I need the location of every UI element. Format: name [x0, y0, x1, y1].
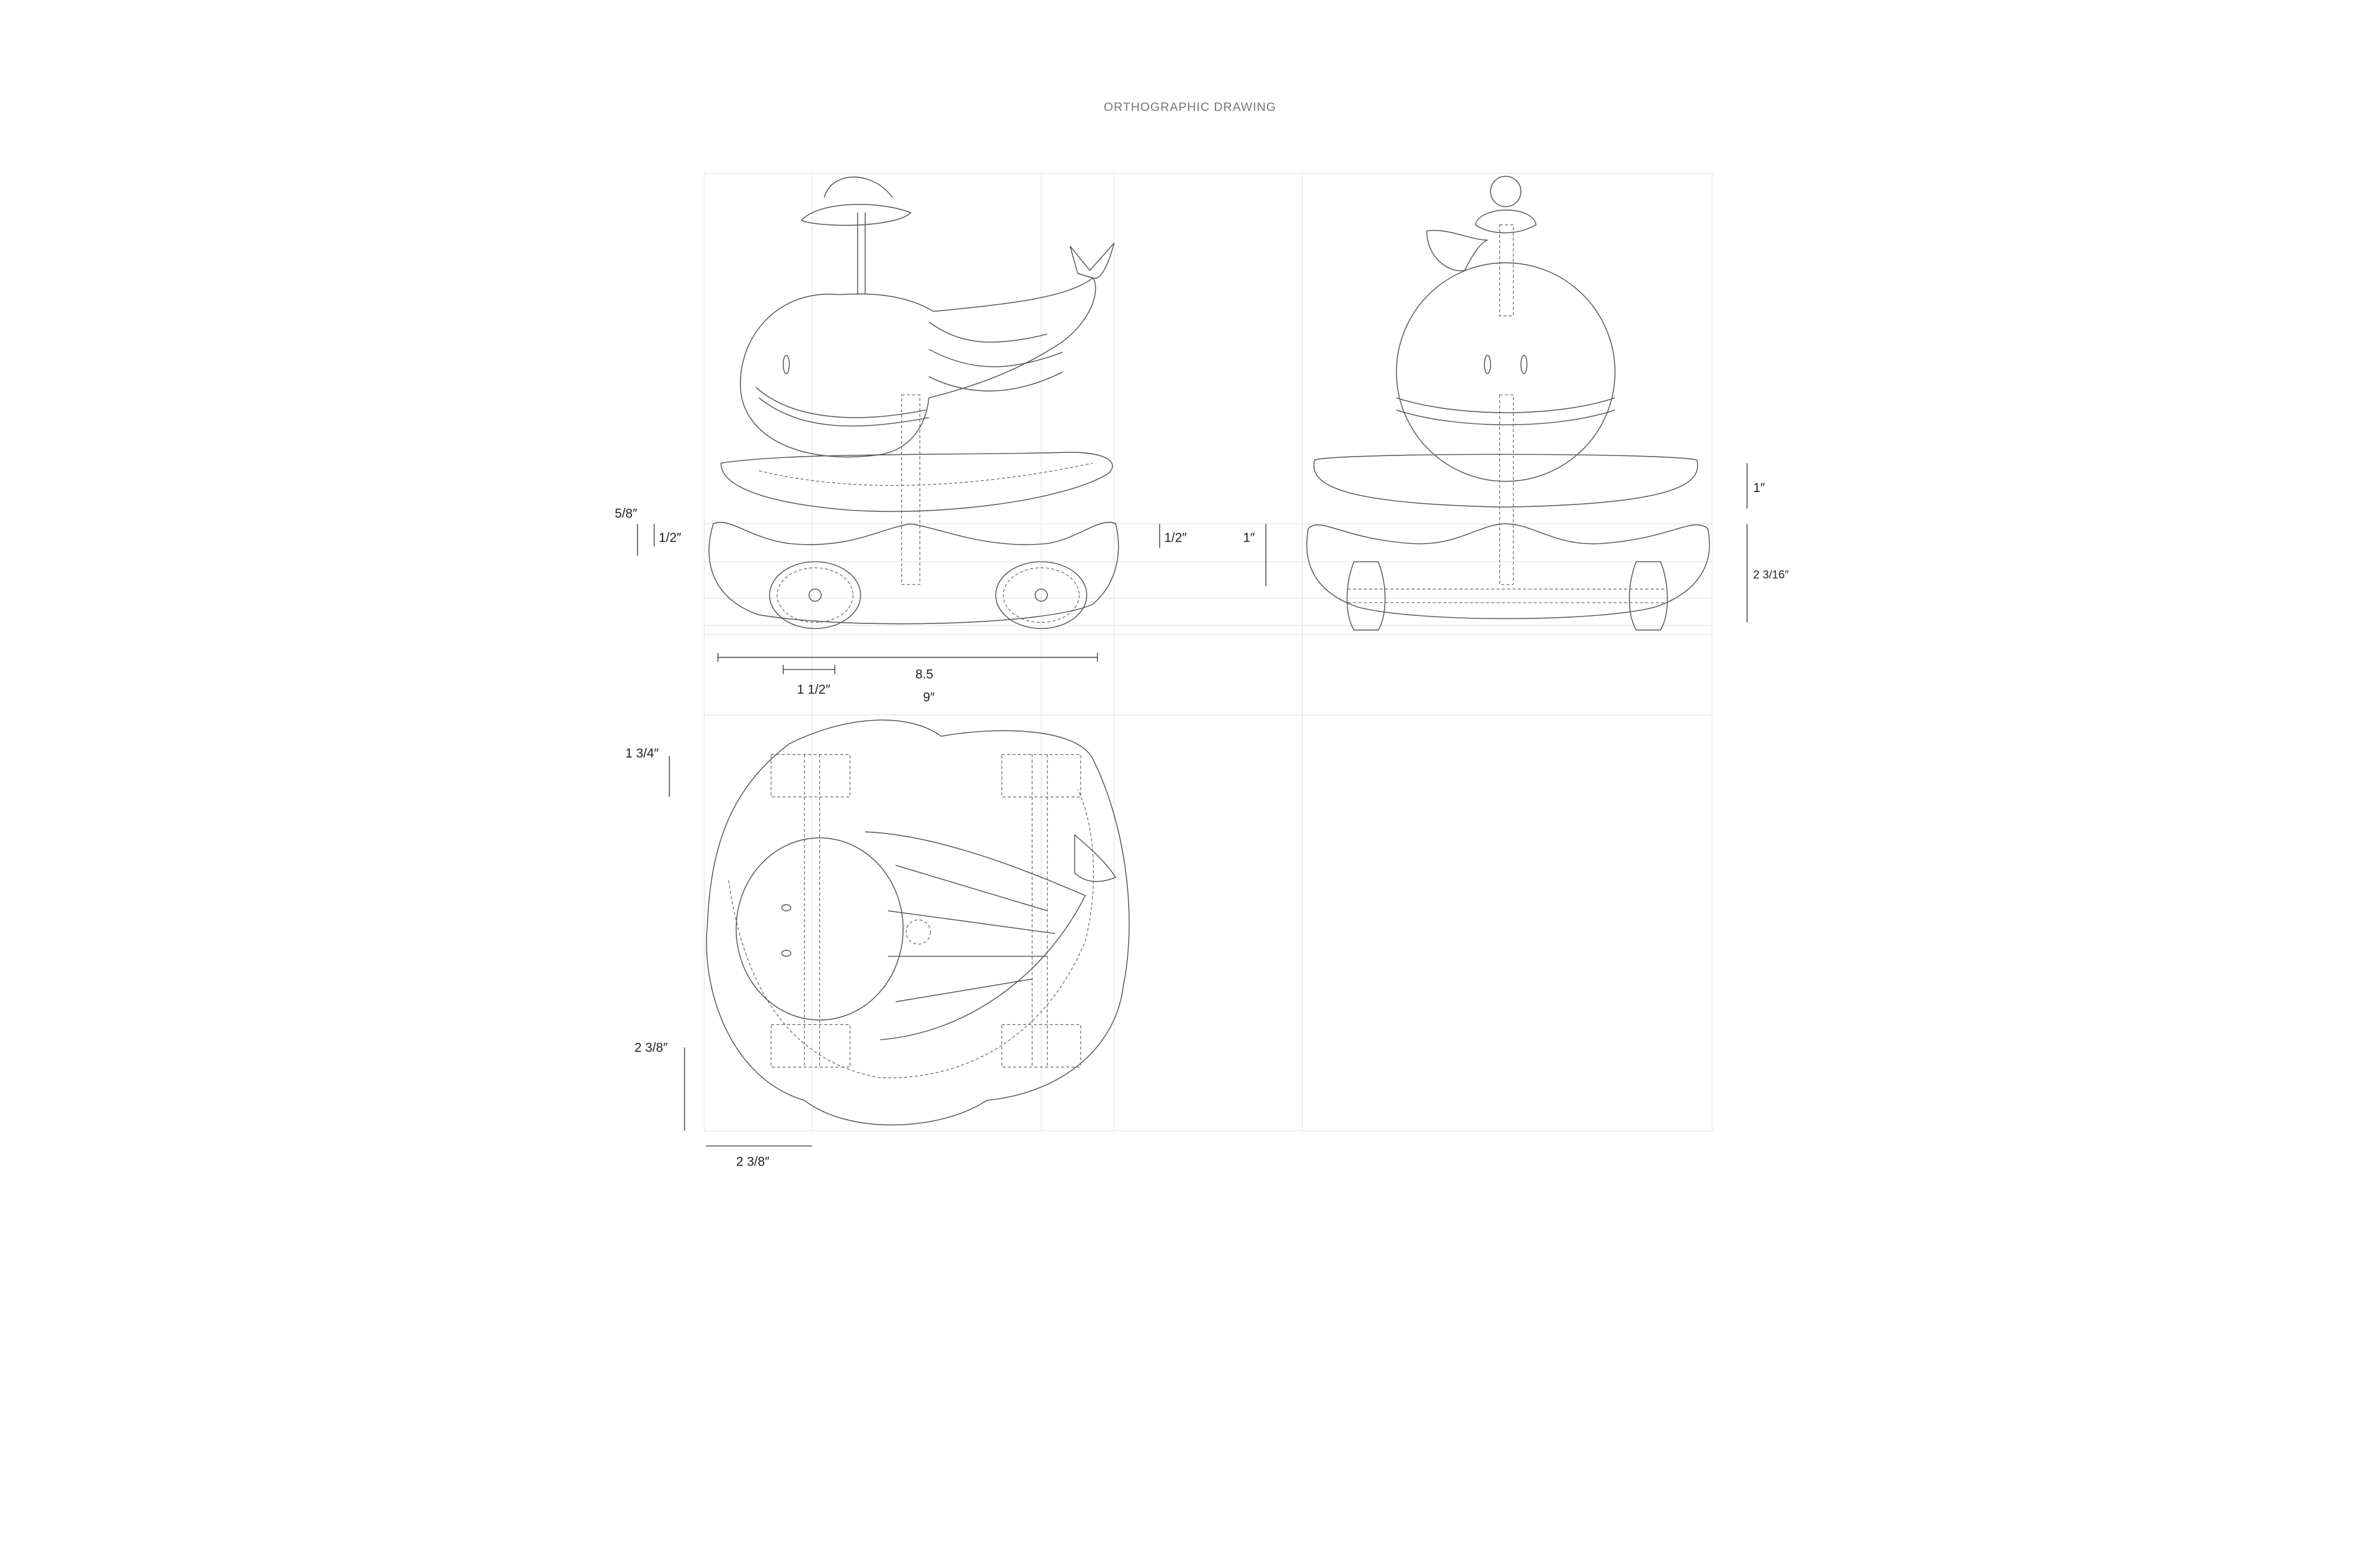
dimensions: 5/8″ 1/2″ 1/2″ 1″ 8.5 1 1/2″ 9″ 1″ 2 3/1… [615, 463, 1789, 1169]
wheel-left-front [1346, 561, 1386, 631]
dim-2-3-16: 2 3/16″ [1753, 568, 1789, 581]
base-side [708, 522, 1119, 625]
wheel-top-fr [1001, 753, 1082, 797]
dim-1-1-2: 1 1/2″ [797, 683, 831, 697]
drawing-title: ORTHOGRAPHIC DRAWING [1104, 100, 1276, 114]
side-view [708, 177, 1119, 630]
dim-2-3-8-horizontal: 2 3/8″ [736, 1154, 770, 1169]
wheel-rear-side [995, 561, 1088, 630]
dim-1-inch-front: 1″ [1753, 481, 1765, 495]
whale-body-top [736, 837, 904, 1021]
dim-2-3-8-vertical: 2 3/8″ [635, 1041, 668, 1055]
wheel-top-fl [770, 753, 851, 797]
wheel-top-rl [770, 1024, 851, 1068]
whale-body-side [739, 177, 1115, 458]
wheel-right-front [1629, 561, 1668, 631]
dim-1-inch-side: 1″ [1243, 531, 1255, 545]
layout-grid [703, 173, 1713, 1131]
dim-9-inch: 9″ [923, 690, 935, 705]
dim-5-8: 5/8″ [615, 507, 637, 521]
base-front [1306, 523, 1710, 620]
dim-1-2-right: 1/2″ [1164, 531, 1186, 545]
top-view [706, 719, 1130, 1126]
base-outline-top [706, 719, 1130, 1126]
dim-8-5: 8.5 [915, 667, 933, 682]
rocker-seat-side [720, 452, 1113, 512]
dim-1-3-4: 1 3/4″ [625, 746, 659, 760]
rocker-seat-front [1313, 454, 1698, 508]
wheel-top-rr [1001, 1024, 1082, 1068]
front-view [1306, 175, 1710, 631]
dim-1-2-left: 1/2″ [659, 531, 681, 545]
wheel-front-side [769, 561, 862, 630]
whale-body-front [1396, 262, 1616, 482]
